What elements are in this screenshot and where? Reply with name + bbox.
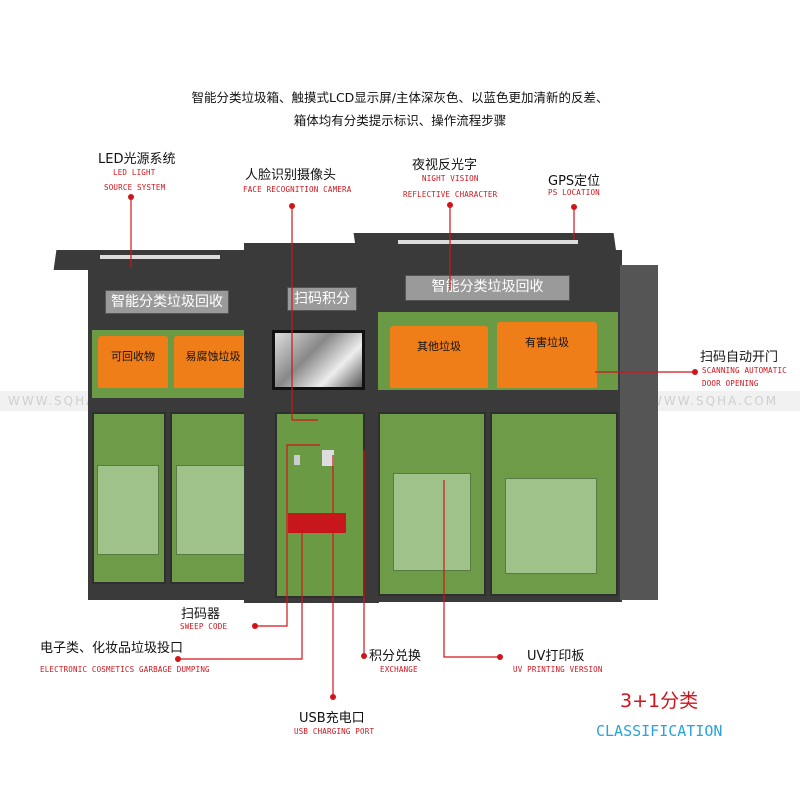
bin-hazardous[interactable]: 有害垃圾 [497,322,597,388]
uv-label-en: UV PRINTING VERSION [513,665,603,674]
gps-label: GPS定位 [548,174,601,189]
scan-door-label-en-1: SCANNING AUTOMATIC [702,366,787,375]
gps-label-en: PS LOCATION [548,188,600,197]
guide-panel-perishable [176,465,246,555]
classification-subtitle: CLASSIFICATION [596,722,723,740]
scan-door-label-en-2: DOOR OPENING [702,379,759,388]
uv-label: UV打印板 [527,649,585,664]
exchange-label: 积分兑换 [369,649,422,664]
right-sign: 智能分类垃圾回收 [405,275,570,301]
guide-panel-hazardous [505,478,597,574]
led-label-en-1: LED LIGHT [113,168,156,177]
night-label: 夜视反光字 [412,158,478,173]
scan-door-label: 扫码自动开门 [700,350,779,365]
left-led-strip [100,255,220,259]
guide-panel-other [393,473,471,571]
usb-label: USB充电口 [299,711,365,726]
exchange-label-en: EXCHANGE [380,665,418,674]
led-label-en-2: SOURCE SYSTEM [104,183,166,192]
bin-recyclable[interactable]: 可回收物 [98,336,168,388]
header-line-1: 智能分类垃圾箱、触摸式LCD显示屏/主体深灰色、以蓝色更加清新的反差、 [191,90,609,105]
sweep-label-en: SWEEP CODE [180,622,228,631]
electronic-label: 电子类、化妆品垃圾投口 [40,641,184,656]
right-led-strip [398,240,578,244]
header-line-2: 箱体均有分类提示标识、操作流程步骤 [293,113,507,128]
usb-label-en: USB CHARGING PORT [294,727,375,736]
guide-panel-recyclable [97,465,159,555]
watermark-right: WWW.SQHA.COM [650,394,779,408]
classification-title: 3+1分类 [620,690,699,712]
face-label: 人脸识别摄像头 [245,168,337,183]
night-label-en-2: REFLECTIVE CHARACTER [403,190,498,199]
bin-other[interactable]: 其他垃圾 [390,326,488,388]
code-scanner[interactable] [294,455,300,465]
sweep-label: 扫码器 [181,607,221,622]
electronic-label-en: ELECTRONIC COSMETICS GARBAGE DUMPING [40,665,210,674]
night-label-en-1: NIGHT VISION [422,174,479,183]
bin-perishable[interactable]: 易腐蚀垃圾 [174,336,252,388]
usb-port[interactable] [322,450,334,466]
center-sign: 扫码积分 [287,287,357,311]
led-label: LED光源系统 [98,152,176,167]
left-sign: 智能分类垃圾回收 [105,290,229,314]
right-unit-side [620,265,658,600]
lcd-touch-screen[interactable] [272,330,365,390]
face-label-en: FACE RECOGNITION CAMERA [243,185,352,194]
